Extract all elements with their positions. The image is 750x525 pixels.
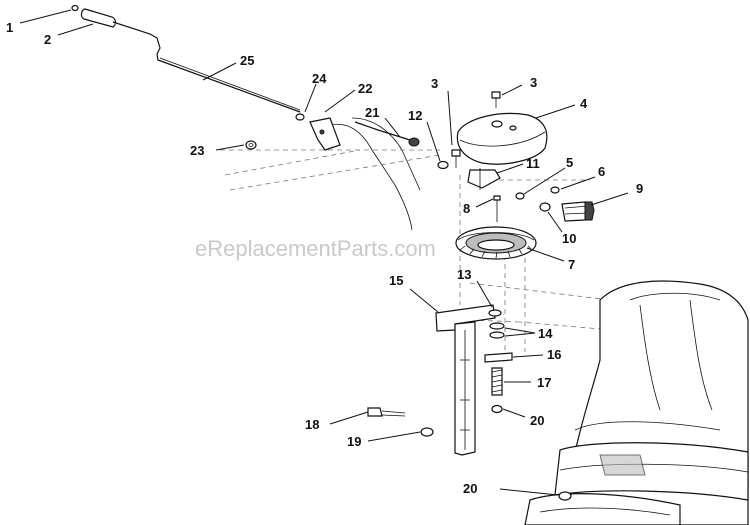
washer-part-6	[550, 186, 560, 194]
crank-rod-25	[156, 53, 301, 113]
callout-5: 5	[566, 155, 573, 170]
callout-2: 2	[44, 32, 51, 47]
nut-part-12	[437, 160, 449, 170]
callout-4: 4	[580, 96, 588, 111]
callout-20-lower: 20	[463, 481, 477, 496]
chassis-outline	[220, 117, 613, 352]
callout-22: 22	[358, 81, 372, 96]
nut-part-20b	[558, 491, 572, 501]
screw-part-3b	[451, 149, 461, 157]
callout-14: 14	[538, 326, 553, 341]
callout-23: 23	[190, 143, 204, 158]
callout-17: 17	[537, 375, 551, 390]
callout-3-right: 3	[530, 75, 537, 90]
screw-part-8	[493, 195, 501, 201]
washer-part-19	[420, 427, 434, 437]
callout-16: 16	[547, 347, 561, 362]
bolt-head-part-18	[367, 407, 383, 417]
grip-part-2	[80, 8, 117, 28]
washer-part-10	[539, 202, 551, 212]
callout-21: 21	[365, 105, 379, 120]
screw-part-3a	[491, 91, 501, 99]
discharge-chute	[524, 280, 749, 525]
washer-part-23	[245, 140, 257, 150]
callout-19: 19	[347, 434, 361, 449]
washer-part-13	[488, 309, 502, 317]
callout-6: 6	[598, 164, 605, 179]
crank-assembly	[71, 4, 301, 113]
watermark-text: eReplacementParts.com	[195, 236, 436, 261]
callout-25: 25	[240, 53, 254, 68]
cap-part-1	[71, 4, 79, 12]
cover-part-4	[456, 112, 548, 165]
washer-part-14b	[489, 331, 505, 339]
callout-13: 13	[457, 267, 471, 282]
callout-10: 10	[562, 231, 576, 246]
callout-3-left: 3	[431, 76, 438, 91]
callout-24: 24	[312, 71, 327, 86]
bracket-part-22	[309, 117, 341, 151]
spring-part-17	[491, 367, 503, 396]
gear-ring-part-7	[455, 226, 537, 260]
washer-part-5	[515, 192, 525, 200]
callout-11: 11	[526, 156, 540, 171]
crank-rod-top	[112, 21, 161, 55]
callout-1: 1	[6, 20, 13, 35]
callout-20-upper: 20	[530, 413, 544, 428]
bracket-part-11	[467, 169, 501, 189]
nut-part-20a	[491, 404, 503, 414]
callout-8: 8	[463, 201, 470, 216]
callout-labels: 1 2 25 24 22 3 3 4 21 12 23 11 5 6 9 8 1…	[6, 20, 643, 496]
plate-part-16	[484, 352, 513, 363]
bracket-assembly	[245, 113, 420, 151]
shaft-assembly	[367, 304, 572, 501]
callout-15: 15	[389, 273, 403, 288]
leader-lines	[19, 9, 629, 496]
callout-9: 9	[636, 181, 643, 196]
callout-7: 7	[568, 257, 575, 272]
washer-part-14a	[489, 322, 505, 330]
callout-18: 18	[305, 417, 319, 432]
clip-part-24	[295, 113, 305, 121]
upper-mechanism	[437, 91, 595, 222]
callout-12: 12	[408, 108, 422, 123]
